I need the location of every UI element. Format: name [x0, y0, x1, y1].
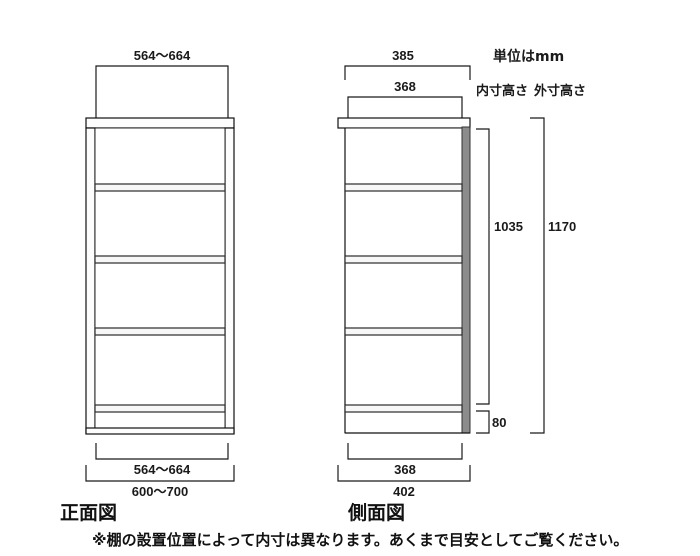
- side-outer-depth-top-dimension: 385: [344, 48, 471, 80]
- side-outer-depth-bottom-dimension: 402: [337, 465, 471, 499]
- front-outer-width-bottom-dimension: 600〜700: [85, 465, 235, 499]
- side-inner-depth-top-value: 368: [394, 79, 416, 94]
- front-shelf-2: [94, 255, 226, 264]
- height-dimensions-group: 1035 80 1170: [476, 117, 576, 434]
- side-view-group: 385 368 368 402 側面図: [337, 48, 471, 524]
- outer-height-value: 1170: [548, 219, 576, 234]
- side-shelf-1: [344, 183, 463, 192]
- outer-height-caption: 外寸高さ: [533, 83, 586, 99]
- inner-height-value: 1035: [494, 219, 523, 234]
- base-height-value: 80: [492, 415, 506, 430]
- side-shelf-2: [344, 255, 463, 264]
- front-interior-field: [94, 127, 226, 434]
- front-shelf-3: [94, 327, 226, 336]
- unit-note-label: 単位はmm: [493, 48, 564, 65]
- inner-height-caption: 内寸高さ: [476, 83, 528, 99]
- side-inner-depth-bottom-dimension: 368: [347, 443, 463, 477]
- front-view-title: 正面図: [60, 502, 117, 524]
- side-top-board: [337, 117, 471, 129]
- footer-note: ※棚の設置位置によって内寸は異なります。あくまで目安としてご覧ください。: [92, 531, 628, 549]
- front-inner-width-bottom-value: 564〜664: [134, 462, 191, 477]
- side-shelf-3: [344, 327, 463, 336]
- front-inner-width-bottom-dimension: 564〜664: [95, 443, 229, 477]
- side-back-panel: [461, 126, 471, 434]
- side-bottom-board: [344, 404, 463, 413]
- front-view-group: 564〜664 564〜664 600〜700 正面図: [60, 48, 235, 524]
- front-bottom-board: [94, 404, 226, 413]
- front-left-side-panel: [85, 127, 96, 434]
- front-shelf-1: [94, 183, 226, 192]
- front-top-board: [85, 117, 235, 129]
- side-inner-depth-bottom-value: 368: [394, 462, 416, 477]
- outer-height-dimension: 1170: [530, 117, 576, 434]
- inner-height-dimension: 1035: [476, 128, 523, 405]
- front-base-plinth: [85, 427, 235, 435]
- front-right-side-panel: [224, 127, 235, 434]
- front-inner-width-top-dimension: 564〜664: [95, 48, 229, 119]
- side-interior-field: [344, 127, 463, 434]
- base-height-dimension: 80: [476, 410, 506, 434]
- front-inner-width-top-value: 564〜664: [134, 48, 191, 63]
- side-outer-depth-top-value: 385: [392, 48, 414, 63]
- side-inner-depth-top-dimension: 368: [347, 79, 463, 119]
- side-outer-depth-bottom-value: 402: [393, 484, 415, 499]
- front-outer-width-bottom-value: 600〜700: [132, 484, 188, 499]
- side-view-title: 側面図: [347, 502, 405, 524]
